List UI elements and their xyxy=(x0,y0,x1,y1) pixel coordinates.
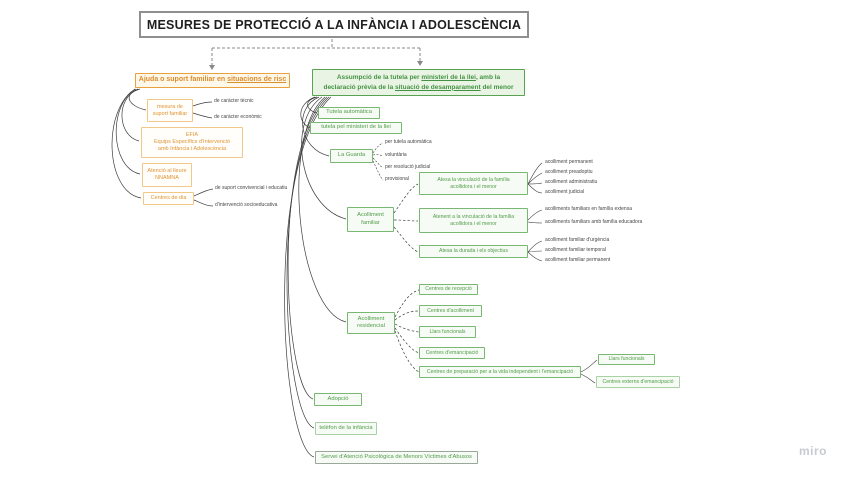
node-centres-recepcio[interactable]: Centres de recepció xyxy=(419,284,478,295)
leaf-familia-educadora[interactable]: acolliments familiars amb família educad… xyxy=(545,219,643,225)
node-atesa-vinculacio[interactable]: Atesa la vinculació de la família acolli… xyxy=(419,172,528,195)
node-tutela-ministeri-llei[interactable]: tutela pel ministeri de la llei xyxy=(310,122,402,134)
node-prep-llars-funcionals[interactable]: Llars funcionals xyxy=(598,354,655,365)
node-label: Atenció al lleure NNAMNA xyxy=(147,168,187,181)
diagram-title[interactable]: MESURES DE PROTECCIÓ A LA INFÀNCIA I ADO… xyxy=(139,11,529,38)
node-label: EFIA Equips Específics d'Intervenció amb… xyxy=(154,132,230,152)
leaf-familia-extensa[interactable]: acolliments familiars en família extensa xyxy=(545,206,632,212)
leaf-acolliment-temporal[interactable]: acolliment familiar temporal xyxy=(545,247,606,253)
leaf-guarda-resolucio-judicial[interactable]: per resolució judicial xyxy=(385,164,431,170)
node-adopcio[interactable]: Adopció xyxy=(314,393,362,406)
leaf-acolliment-urgencia[interactable]: acolliment familiar d'urgència xyxy=(545,237,610,243)
node-la-guarda[interactable]: La Guarda xyxy=(330,149,373,163)
node-centres-preparacio-vida-independent[interactable]: Centres de preparació per a la vida inde… xyxy=(419,366,581,378)
node-llars-funcionals[interactable]: Llars funcionals xyxy=(419,326,476,338)
node-label: Atenent a la vinculació de la família ac… xyxy=(432,214,515,227)
leaf-guarda-voluntaria[interactable]: voluntària xyxy=(385,152,407,158)
node-acolliment-familiar[interactable]: Acolliment familiar xyxy=(347,207,394,232)
leaf-acolliment-permanent[interactable]: acolliment permanent xyxy=(545,159,593,165)
left-header-text: Ajuda o suport familiar en situacions de… xyxy=(138,76,287,84)
right-header-assumpcio-tutela[interactable]: Assumpció de la tutela per ministeri de … xyxy=(312,69,525,96)
node-label: Acolliment familiar xyxy=(357,212,384,226)
node-centres-emancipacio[interactable]: Centres d'emancipació xyxy=(419,347,485,359)
miro-watermark: miro xyxy=(799,444,828,458)
node-label: Centres de dia xyxy=(150,195,187,202)
leaf-acolliment-judicial[interactable]: acolliment judicial xyxy=(545,189,585,195)
leaf-guarda-provisional[interactable]: provisional xyxy=(385,176,409,182)
node-servei-atencio-psicologica[interactable]: Servei d'Atenció Psicològica de Menors V… xyxy=(315,451,478,464)
leaf-guarda-per-tutela-automatica[interactable]: per tutela automàtica xyxy=(385,139,432,145)
leaf-acolliment-preadoptiu[interactable]: acolliment preadoptiu xyxy=(545,169,593,175)
leaf-acolliment-administratiu[interactable]: acolliment administratiu xyxy=(545,179,598,185)
leaf-caracter-tecnic[interactable]: de caràcter tècnic xyxy=(214,98,254,104)
node-telefon-infancia[interactable]: telèfon de la infància xyxy=(315,422,377,435)
leaf-acolliment-permanent-durada[interactable]: acolliment familiar permanent xyxy=(545,257,611,263)
node-label: Atesa la durada i els objectius xyxy=(439,248,508,255)
node-efia[interactable]: EFIA Equips Específics d'Intervenció amb… xyxy=(141,127,243,158)
node-label: Acolliment residencial xyxy=(357,315,385,329)
leaf-caracter-economic[interactable]: de caràcter econòmic xyxy=(214,114,262,120)
leaf-suport-convivencial[interactable]: de suport convivencial i educatiu xyxy=(215,185,288,191)
node-centres-de-dia[interactable]: Centres de dia xyxy=(143,192,194,205)
node-atencio-nnamna[interactable]: Atenció al lleure NNAMNA xyxy=(142,163,192,187)
node-tutela-automatica[interactable]: Tutela automàtica xyxy=(318,107,380,119)
right-header-line1: Assumpció de la tutela per ministeri de … xyxy=(336,73,501,81)
node-label: mesura de suport familiar xyxy=(152,103,188,117)
left-header-ajuda-suport[interactable]: Ajuda o suport familiar en situacions de… xyxy=(135,73,290,88)
node-acolliment-residencial[interactable]: Acolliment residencial xyxy=(347,312,395,334)
node-mesura-suport-familiar[interactable]: mesura de suport familiar xyxy=(147,99,193,122)
node-atesa-durada-objectius[interactable]: Atesa la durada i els objectius xyxy=(419,245,528,258)
node-atenent-vinculacio[interactable]: Atenent a la vinculació de la família ac… xyxy=(419,208,528,233)
right-header-line2: declaració prèvia de la situació de desa… xyxy=(323,83,514,91)
node-centres-acolliment[interactable]: Centres d'acolliment xyxy=(419,305,482,317)
node-prep-centres-externs[interactable]: Centres externs d'emancipació xyxy=(596,376,680,388)
leaf-intervencio-socioeducativa[interactable]: d'intervenció socioeducativa xyxy=(215,202,278,208)
node-label: Atesa la vinculació de la família acolli… xyxy=(437,177,510,190)
diagram-title-label: MESURES DE PROTECCIÓ A LA INFÀNCIA I ADO… xyxy=(146,17,522,32)
